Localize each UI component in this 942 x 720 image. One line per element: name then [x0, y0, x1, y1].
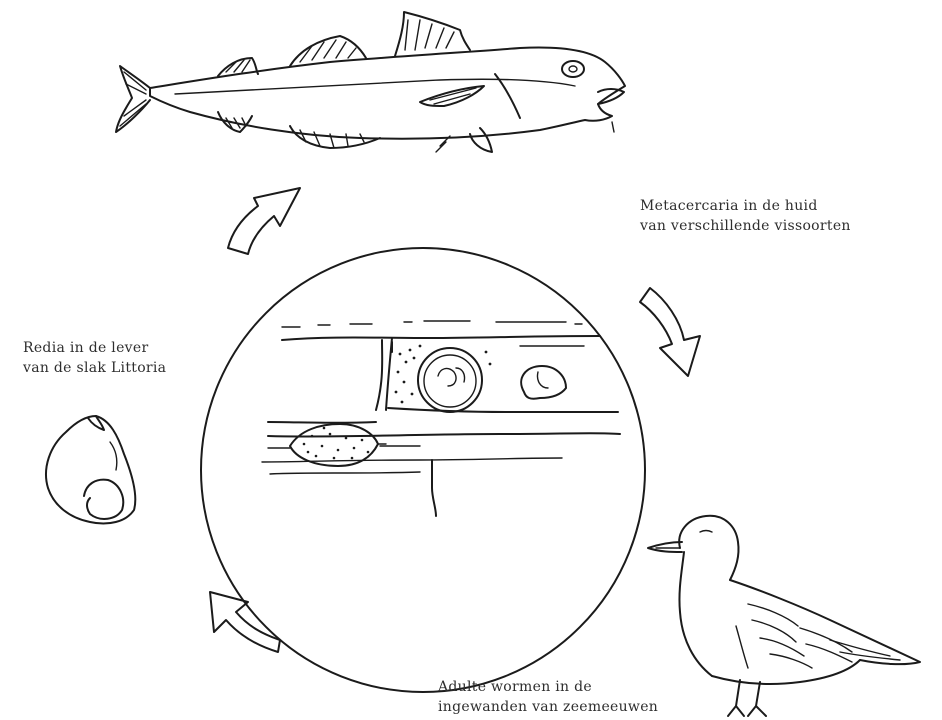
- adult-worms-label-line2: ingewanden van zeemeeuwen: [438, 697, 658, 717]
- tissue-dots: [303, 345, 492, 460]
- metacercaria-label-line2: van verschillende vissoorten: [640, 216, 851, 236]
- redia-label-line1: Redia in de lever: [23, 338, 166, 358]
- fish-illustration: [116, 12, 625, 152]
- adult-worms-label: Adulte wormen in de ingewanden van zeeme…: [438, 677, 658, 717]
- metacercaria-label: Metacercaria in de huid van verschillend…: [640, 196, 851, 236]
- redia-label: Redia in de lever van de slak Littoria: [23, 338, 166, 378]
- microscope-view: [201, 248, 645, 692]
- arrow-to-gull-icon: [640, 288, 700, 376]
- snail-illustration: [46, 416, 135, 524]
- redia-label-line2: van de slak Littoria: [23, 358, 166, 378]
- adult-worms-label-line1: Adulte wormen in de: [438, 677, 658, 697]
- metacercaria-label-line1: Metacercaria in de huid: [640, 196, 851, 216]
- seagull-illustration: [648, 516, 920, 716]
- arrow-to-fish-icon: [228, 188, 300, 254]
